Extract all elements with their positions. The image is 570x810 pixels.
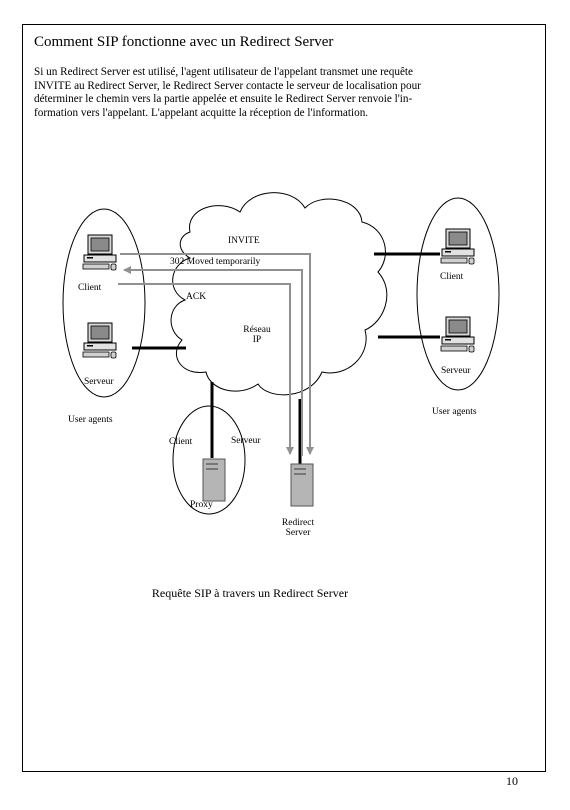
right-user-agents-ellipse xyxy=(416,197,500,391)
right-server-computer-icon xyxy=(440,316,475,353)
moved-temporarily-label: 302 Moved temporarily xyxy=(170,257,261,267)
proxy-label: Proxy xyxy=(190,500,213,510)
proxy-server-label: Serveur xyxy=(231,436,261,446)
intro-line: formation vers l'appelant. L'appelant ac… xyxy=(34,106,369,119)
intro-paragraph: Si un Redirect Server est utilisé, l'age… xyxy=(34,66,444,120)
left-client-computer-icon xyxy=(82,234,117,271)
ip-network-cloud xyxy=(170,192,388,396)
figure-caption: Requête SIP à travers un Redirect Server xyxy=(151,586,349,600)
left-client-label: Client xyxy=(78,283,102,293)
right-user-agents-label: User agents xyxy=(432,407,477,417)
left-user-agents-ellipse xyxy=(62,208,146,398)
network-label: Réseau IP xyxy=(232,325,282,345)
redirect-server-label-line1: Redirect xyxy=(281,518,315,528)
page-frame xyxy=(22,24,546,772)
right-client-computer-icon xyxy=(440,228,475,265)
proxy-server-icon xyxy=(202,458,226,502)
intro-line: Si un Redirect Server est utilisé, l'age… xyxy=(34,66,414,78)
intro-line: déterminer le chemin vers la partie appe… xyxy=(34,93,413,106)
invite-arrow xyxy=(120,253,314,455)
network-label-line2: IP xyxy=(252,335,262,345)
intro-line: INVITE au Redirect Server, le Redirect S… xyxy=(34,79,421,92)
left-server-label: Serveur xyxy=(84,377,114,387)
left-user-agents-label: User agents xyxy=(68,415,113,425)
proxy-client-label: Client xyxy=(169,437,193,447)
right-client-label: Client xyxy=(440,272,464,282)
redirect-server-icon xyxy=(290,463,314,507)
redirect-server-label-line2: Server xyxy=(285,528,311,538)
network-label-line1: Réseau xyxy=(243,325,271,335)
redirect-server-label: Redirect Server xyxy=(270,518,326,538)
right-server-label: Serveur xyxy=(441,366,471,376)
ack-arrow xyxy=(118,283,294,455)
ack-label: ACK xyxy=(186,292,207,302)
moved-temporarily-arrow xyxy=(123,266,303,456)
page-number: 10 xyxy=(506,774,518,788)
left-server-computer-icon xyxy=(82,322,117,359)
proxy-ellipse xyxy=(172,405,246,515)
invite-label: INVITE xyxy=(228,236,260,246)
page-title: Comment SIP fonctionne avec un Redirect … xyxy=(34,34,334,50)
